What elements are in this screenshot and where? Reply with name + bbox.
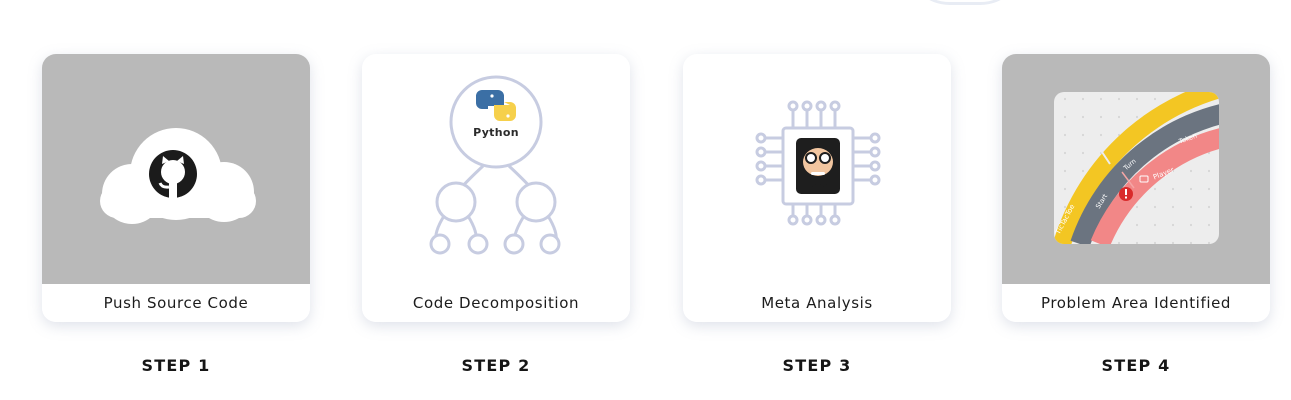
step-1-label: STEP 1 — [141, 356, 211, 375]
folder-icon — [1139, 175, 1149, 183]
step-1-image — [42, 54, 310, 284]
step-2-label: STEP 2 — [461, 356, 531, 375]
decorative-arc — [905, 0, 1025, 5]
step-2-image: Python — [362, 54, 630, 284]
step-2-card: Python Code Decomposition — [362, 54, 630, 322]
step-4-label: STEP 4 — [1101, 356, 1171, 375]
step-2-caption: Code Decomposition — [362, 284, 630, 322]
warning-icon — [1119, 187, 1133, 201]
step-4-image: TicTacToe Player Start Turn Token — [1002, 54, 1270, 284]
problem-chart-panel — [1054, 92, 1219, 244]
step-3-caption: Meta Analysis — [683, 284, 951, 322]
step-3-card: Meta Analysis — [683, 54, 951, 322]
step-3-label: STEP 3 — [782, 356, 852, 375]
python-logo-icon — [476, 90, 516, 121]
github-icon — [149, 150, 197, 198]
step-1-caption: Push Source Code — [42, 284, 310, 322]
step-3-image — [683, 54, 951, 284]
python-badge-text: Python — [473, 126, 519, 139]
step-4-caption: Problem Area Identified — [1002, 284, 1270, 322]
tree-diagram-icon — [429, 75, 561, 255]
step-1-card: Push Source Code — [42, 54, 310, 322]
developer-face-icon — [796, 138, 840, 194]
step-4-card: TicTacToe Player Start Turn Token Proble… — [1002, 54, 1270, 322]
